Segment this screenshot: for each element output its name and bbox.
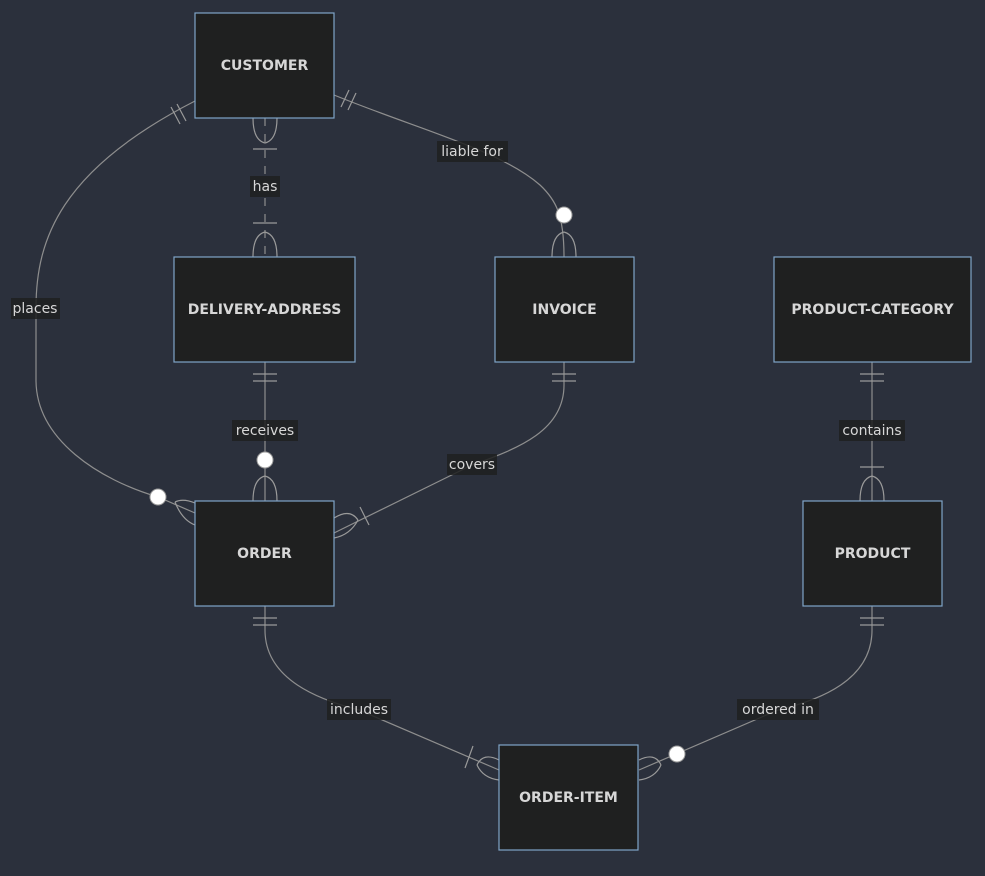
label-ordered-in: ordered in	[737, 699, 819, 720]
edge-covers	[333, 362, 565, 534]
marker-contains-product-many	[859, 466, 885, 502]
label-liable-for: liable for	[437, 141, 508, 162]
svg-text:INVOICE: INVOICE	[532, 302, 596, 318]
svg-text:liable for: liable for	[441, 144, 503, 160]
marker-ordered-product-one	[860, 617, 884, 626]
marker-liable-customer-one	[340, 89, 357, 111]
svg-text:CUSTOMER: CUSTOMER	[221, 58, 309, 74]
svg-text:ORDER-ITEM: ORDER-ITEM	[519, 790, 618, 806]
svg-text:has: has	[253, 179, 278, 195]
svg-text:PRODUCT-CATEGORY: PRODUCT-CATEGORY	[791, 302, 954, 318]
label-includes: includes	[327, 699, 391, 720]
entity-product-category[interactable]: PRODUCT-CATEGORY	[773, 256, 972, 363]
marker-places-customer-one	[170, 103, 187, 125]
label-places: places	[11, 298, 60, 319]
entities: CUSTOMER DELIVERY-ADDRESS INVOICE PRODUC…	[173, 12, 972, 851]
svg-text:includes: includes	[330, 702, 388, 718]
edge-liable-for	[333, 94, 565, 258]
entity-product[interactable]: PRODUCT	[802, 500, 943, 607]
svg-text:places: places	[13, 301, 58, 317]
relationship-edges	[35, 94, 873, 771]
marker-receives-order-many	[252, 451, 278, 502]
marker-has-address-many	[252, 222, 278, 258]
label-covers: covers	[447, 454, 497, 475]
entity-order-item[interactable]: ORDER-ITEM	[498, 744, 639, 851]
relationship-labels: places has liable for receives covers co…	[11, 141, 905, 720]
marker-liable-invoice-many	[551, 206, 577, 258]
cardinality-markers	[149, 89, 885, 781]
marker-covers-order-many	[333, 506, 370, 539]
marker-receives-address-one	[253, 373, 277, 382]
label-has: has	[250, 176, 280, 197]
marker-has-customer-many	[252, 117, 278, 150]
svg-text:covers: covers	[449, 457, 495, 473]
marker-ordered-item-many	[638, 745, 686, 781]
svg-text:receives: receives	[236, 423, 294, 439]
svg-text:contains: contains	[842, 423, 901, 439]
svg-text:DELIVERY-ADDRESS: DELIVERY-ADDRESS	[188, 302, 342, 318]
marker-covers-invoice-one	[552, 373, 576, 382]
marker-contains-category-one	[860, 373, 884, 382]
marker-places-order-many	[149, 488, 196, 526]
entity-delivery-address[interactable]: DELIVERY-ADDRESS	[173, 256, 356, 363]
label-contains: contains	[839, 420, 905, 441]
entity-customer[interactable]: CUSTOMER	[194, 12, 335, 119]
entity-order[interactable]: ORDER	[194, 500, 335, 607]
marker-includes-item-many	[464, 745, 500, 781]
edge-includes	[264, 606, 500, 771]
marker-includes-order-one	[253, 617, 277, 626]
entity-invoice[interactable]: INVOICE	[494, 256, 635, 363]
svg-text:ordered in: ordered in	[742, 702, 814, 718]
label-receives: receives	[232, 420, 298, 441]
svg-text:ORDER: ORDER	[237, 546, 292, 562]
edge-ordered-in	[638, 606, 873, 771]
svg-text:PRODUCT: PRODUCT	[835, 546, 911, 562]
